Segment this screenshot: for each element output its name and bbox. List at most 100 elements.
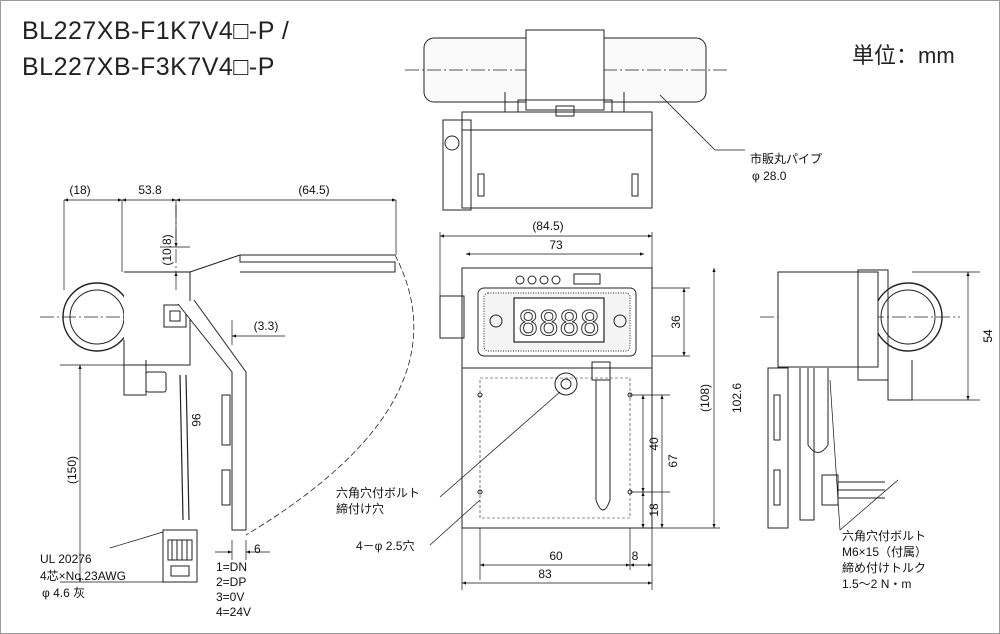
led-2 bbox=[527, 275, 537, 285]
dim-front-73: 73 bbox=[549, 238, 563, 252]
led-4 bbox=[551, 275, 561, 285]
arm-slot-2 bbox=[221, 469, 231, 506]
dim-front-102-6: 102.6 bbox=[730, 383, 744, 413]
right-stem bbox=[807, 368, 829, 453]
pin-2: 2=DP bbox=[216, 575, 246, 589]
front-dim-texts: (84.5) 73 36 (108) 102.6 40 67 18 60 8 8… bbox=[532, 219, 744, 581]
pin-1: 1=DN bbox=[216, 560, 247, 574]
dim-front-8: 8 bbox=[632, 549, 639, 563]
connector-latch bbox=[170, 565, 190, 577]
led-3 bbox=[539, 275, 549, 285]
front-side-tab bbox=[439, 295, 465, 339]
hex-socket bbox=[163, 304, 187, 328]
dim-left-18: (18) bbox=[69, 183, 90, 197]
dim-front-108: (108) bbox=[698, 384, 712, 412]
right-stem-outer bbox=[799, 368, 815, 521]
right-clamp-lower bbox=[887, 340, 913, 401]
top-screw bbox=[444, 135, 460, 151]
top-body bbox=[461, 111, 653, 209]
dim-front-40: 40 bbox=[647, 437, 661, 451]
left-side-view bbox=[40, 205, 415, 583]
dim-left-10-8: (10.8) bbox=[160, 234, 174, 265]
bolt-right-note-2: M6×15（付属） bbox=[842, 545, 927, 559]
right-body bbox=[777, 271, 879, 368]
dim-left-53-8: 53.8 bbox=[138, 183, 162, 197]
bracket-arm bbox=[177, 299, 247, 531]
cable-2 bbox=[185, 374, 190, 521]
right-side-view bbox=[760, 269, 960, 529]
swing-arc bbox=[245, 254, 415, 536]
hex-bolt-front bbox=[554, 372, 578, 396]
bolt-right-note-3: 締め付けトルク bbox=[842, 560, 926, 575]
mount-plate bbox=[461, 367, 653, 529]
right-plate-slot-2 bbox=[773, 469, 781, 506]
title-line-2: BL227XB-F3K7V4□-P bbox=[22, 53, 275, 81]
top-view bbox=[405, 29, 730, 211]
clamp-band bbox=[525, 29, 605, 111]
left-dims bbox=[60, 198, 397, 583]
hex-bolt-front-inner bbox=[560, 378, 572, 390]
pin-3: 3=0V bbox=[216, 590, 244, 604]
dim-front-18: 18 bbox=[647, 503, 661, 517]
dim-left-6: 6 bbox=[254, 542, 261, 556]
dim-left-64-5: (64.5) bbox=[298, 183, 329, 197]
bolt-right-note-1: 六角穴付ボルト bbox=[842, 528, 926, 543]
dim-front-67: 67 bbox=[666, 454, 680, 468]
pipe-note-1: 市販丸パイプ bbox=[750, 151, 822, 166]
display-digits: 8888 bbox=[518, 304, 600, 344]
bolt-left-note-1: 六角穴付ボルト bbox=[336, 485, 420, 500]
right-plate bbox=[767, 367, 789, 529]
stem bbox=[595, 380, 611, 511]
knob bbox=[145, 371, 167, 393]
led-1 bbox=[515, 275, 525, 285]
pin-4: 4=24V bbox=[216, 605, 251, 619]
stem-head bbox=[591, 361, 611, 381]
dim-left-3-3: (3.3) bbox=[254, 319, 279, 333]
dim-left-96: 96 bbox=[189, 413, 203, 427]
cable-note-3: φ 4.6 灰 bbox=[42, 586, 85, 600]
cable-note-1: UL 20276 bbox=[40, 552, 92, 566]
dim-front-84-5: (84.5) bbox=[532, 219, 563, 233]
right-clamp-block bbox=[857, 269, 889, 381]
title-line-1: BL227XB-F1K7V4□-P / bbox=[22, 17, 290, 45]
top-slot-right bbox=[631, 173, 639, 197]
bolt-right-note-4: 1.5～2 N・m bbox=[842, 577, 911, 591]
cable bbox=[179, 374, 184, 521]
top-body-side bbox=[442, 119, 472, 211]
unit-label: 単位：mm bbox=[852, 43, 955, 68]
connector bbox=[162, 529, 198, 583]
plate-inner bbox=[479, 377, 631, 519]
bracket-plate bbox=[239, 255, 396, 273]
right-dims bbox=[829, 271, 980, 531]
pipe-note-2: φ 28.0 bbox=[752, 169, 787, 183]
arm-slot-1 bbox=[221, 394, 231, 446]
bracket-top bbox=[189, 254, 241, 273]
cable-leader bbox=[109, 531, 164, 549]
hex-socket-inner bbox=[169, 310, 181, 322]
hole-3 bbox=[477, 489, 483, 495]
front-dims bbox=[439, 232, 720, 590]
pipe-leader bbox=[659, 94, 745, 151]
bolt-left-note-2: 締付け穴 bbox=[336, 501, 384, 516]
dim-left-150: (150) bbox=[65, 456, 79, 484]
display-screw-left bbox=[489, 314, 503, 328]
holes-note: 4－φ 2.5穴 bbox=[356, 538, 414, 553]
display-screw-right bbox=[613, 314, 627, 328]
front-badge bbox=[573, 273, 601, 285]
left-dim-texts: (18) 53.8 (64.5) (10.8) (3.3) (150) 96 6 bbox=[65, 183, 330, 556]
dim-front-60: 60 bbox=[549, 549, 563, 563]
dim-front-36: 36 bbox=[669, 315, 683, 329]
front-leaders bbox=[429, 391, 561, 546]
connector-pins bbox=[167, 539, 193, 561]
dim-front-83: 83 bbox=[538, 567, 552, 581]
top-latch bbox=[555, 105, 575, 117]
cable-note-2: 4芯×No.23AWG bbox=[40, 569, 126, 583]
hole-1 bbox=[477, 392, 483, 398]
display-window bbox=[513, 297, 605, 343]
top-slot-left bbox=[477, 173, 485, 197]
right-knob bbox=[821, 474, 839, 506]
dim-right-54: 54 bbox=[981, 329, 995, 343]
right-plate-slot-1 bbox=[773, 394, 781, 441]
